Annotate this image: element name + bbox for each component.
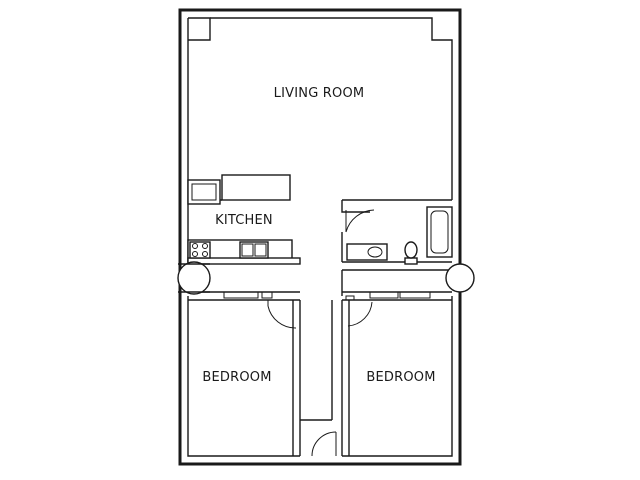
living-kitchen-divider [188,199,452,213]
stove [189,241,211,259]
kitchen-upper-counter [187,174,291,205]
windows [177,261,475,295]
kitchen-lower-counter [187,239,301,265]
bedroom-left-label: BEDROOM [202,370,271,385]
bathroom-vanity [346,243,388,261]
door-swings [267,300,373,457]
closets [188,291,452,301]
bedroom-walls [292,300,350,456]
bedroom-right-label: BEDROOM [366,370,435,385]
kitchen-label: KITCHEN [215,213,273,228]
bathroom [341,206,453,296]
toilet [404,241,418,265]
exterior-walls [178,8,462,466]
living-room-label: LIVING ROOM [274,86,365,101]
kitchen-sink [239,241,269,259]
